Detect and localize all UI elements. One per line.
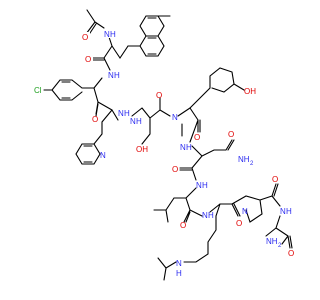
label-mask [84,54,93,63]
atom-nh: N [196,181,202,190]
backbone-bond [131,97,171,145]
atom-oh-serine: OH [136,145,148,154]
atom-nh: N [180,143,186,152]
atom-o-carbonyl: O [194,133,200,142]
backbone-bond [157,257,177,281]
atom-o-carbonyl: O [85,55,91,64]
atom-n-methyl: N [172,113,178,122]
chemical-structure: N H O O N H Cl O N H N N H O N OH OH O N… [34,9,294,281]
atom-h: H [286,207,292,216]
pyridine-ring [75,109,119,165]
atom-n-proline: N [242,207,248,216]
atom-o-carbonyl: O [156,91,162,100]
atom-h: H [202,181,208,190]
backbone-bond [189,107,201,143]
atom-labels: N H O O N H Cl O N H N N H O N OH OH O N… [34,29,294,278]
atom-nh: N [108,71,114,80]
backbone-bond [93,87,113,117]
atom-nh: N [130,117,136,126]
atom-h: H [176,269,182,278]
atom-o-carbonyl: O [180,221,186,230]
atom-oh-tyrosine: OH [244,87,256,96]
bonds [43,9,293,281]
atom-h-acetyl: H [110,30,116,39]
atom-o-carbonyl: O [288,249,294,258]
acetyl-bond [85,9,105,37]
backbone-bond [153,187,203,223]
backbone-bond [179,139,235,181]
atom-cl: Cl [34,86,42,95]
carbonyl-bond [91,57,111,71]
atom-n-pyridine: N [100,151,106,160]
atom-nh: N [202,211,208,220]
chlorophenyl-ring [43,77,103,101]
atom-h: H [114,71,120,80]
atom-o-carbonyl: O [92,115,98,124]
atom-h: H [186,143,192,152]
atom-o-carbonyl: O [228,130,234,139]
atom-h: H [208,211,214,220]
atom-o-acetyl: O [82,33,88,42]
atom-o-carbonyl: O [172,165,178,174]
atom-o-carbonyl: O [236,219,242,228]
atom-nh2: NH [238,155,250,164]
atom-nh2-subscript: 2 [278,243,282,249]
atom-nh: N [118,109,124,118]
backbone-bond [183,183,281,263]
atom-nh: N [280,207,286,216]
atom-h: H [124,109,130,118]
label-mask [81,32,90,41]
atom-h: H [136,117,142,126]
atom-o-carbonyl: O [272,175,278,184]
atom-n-acetyl: N [104,30,110,39]
atom-nh2: NH [266,237,278,246]
atom-nh-isopropyl: N [176,259,182,268]
label-mask [101,29,111,38]
atom-nh2-subscript: 2 [250,161,254,167]
backbone-bond [265,215,293,249]
naphthyl-ring [119,15,171,59]
backbone-bond [177,67,245,137]
